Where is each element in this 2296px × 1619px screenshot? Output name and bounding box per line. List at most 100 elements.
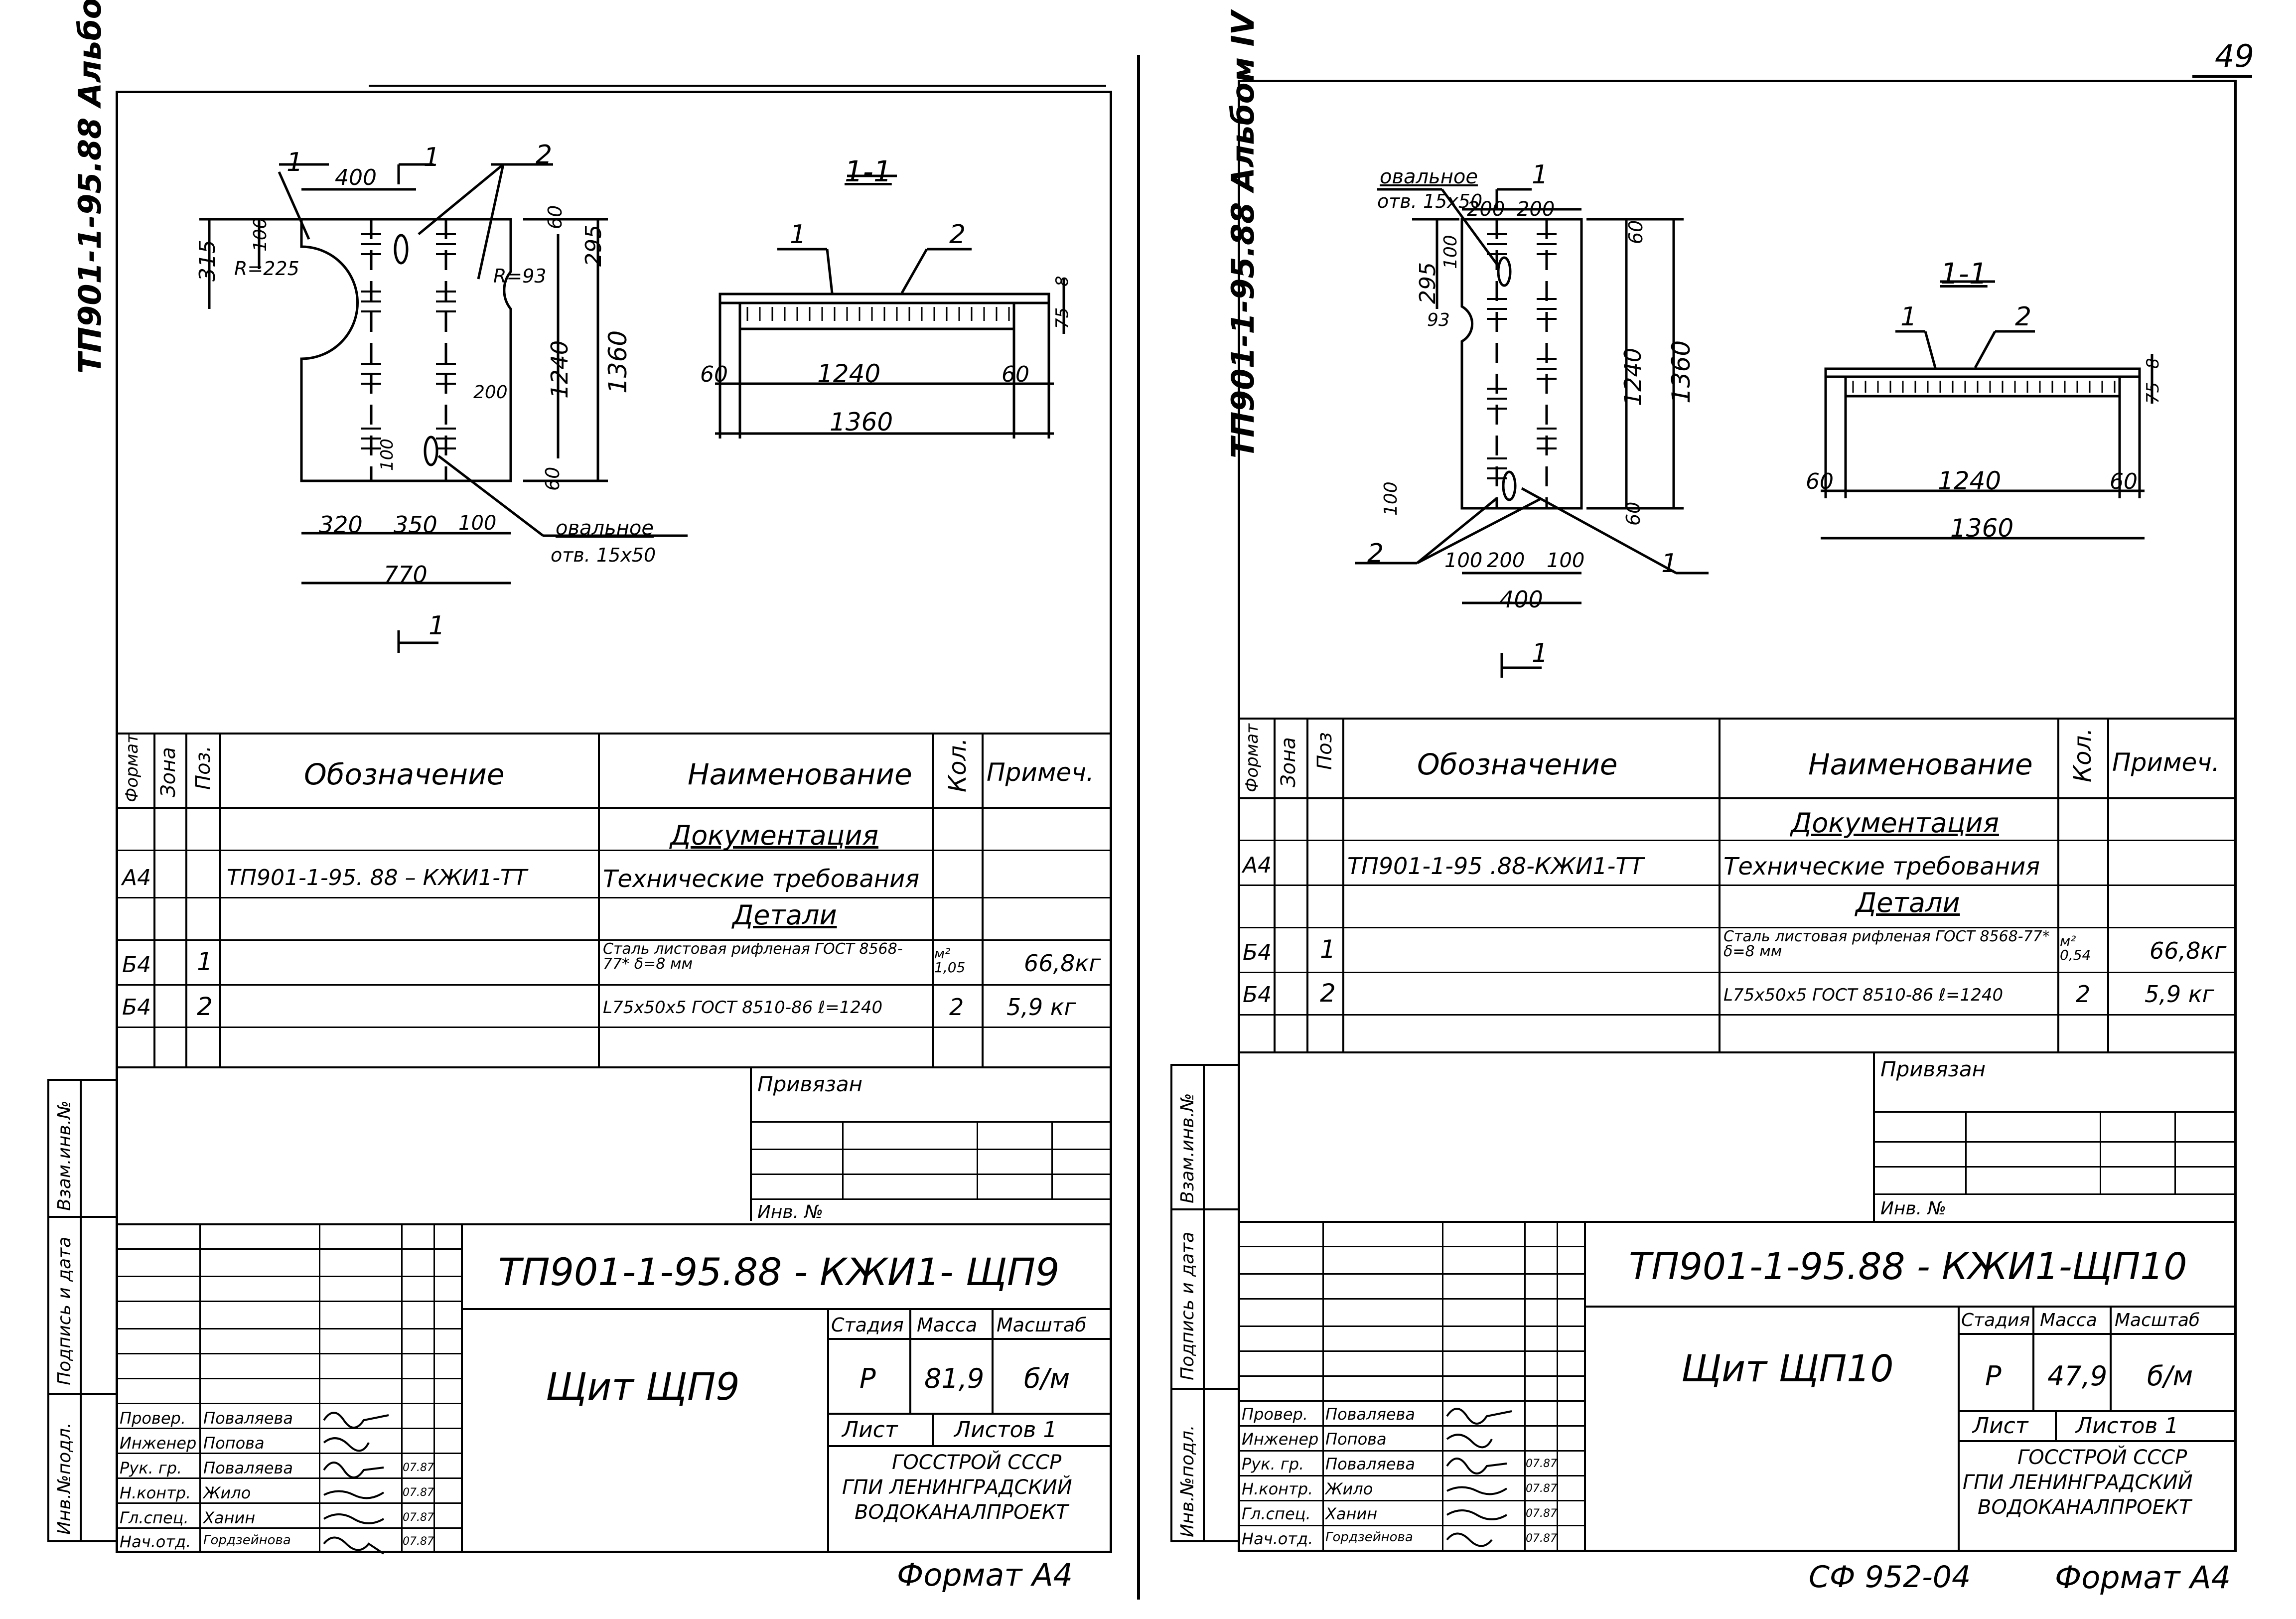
people-col-3 [1524,1221,1526,1552]
spec-r5-qty: 2 [2076,981,2091,1008]
section-view-drawing [1821,280,2153,540]
binding-col-2 [2100,1111,2101,1193]
binding-row-1 [750,1121,1112,1123]
person-6-role: Нач.отд. [120,1532,191,1551]
section-pos-2: 2 [949,220,966,250]
tb-stage-header-line [827,1338,1112,1340]
tb-scale-value: б/м [1024,1363,1070,1394]
frame-top-extension [369,85,1106,87]
binding-col-3 [2174,1111,2176,1193]
spec-col-6 [2107,718,2109,1051]
people-col-2 [1442,1221,1443,1552]
spec-row-line-5 [1238,1014,2237,1016]
tb-mass-value: 81,9 [924,1363,985,1394]
pos-label-2-top: 2 [536,140,553,170]
main-frame [1238,80,2237,1552]
sec-dim-1360: 1360 [1950,514,2014,543]
dim-200-b: 200 [1517,198,1555,221]
people-row-3 [116,1328,461,1329]
spec-row-line-1 [116,850,1112,851]
tb-col-stage [827,1308,829,1552]
tb-sheet-header: Лист [1973,1413,2028,1439]
side-stamp-sep-1 [47,1216,118,1218]
spec-r5-pos: 2 [197,992,213,1021]
tb-col-mass [909,1308,911,1413]
spec-col-2 [1306,718,1308,1051]
person-2-name: Попова [1325,1430,1387,1449]
person-5-name: Ханин [1325,1504,1378,1523]
page-number: 49 [2215,38,2254,74]
sec-dim-1360: 1360 [830,408,893,437]
section-view-drawing [715,174,1065,439]
people-col-3 [401,1223,403,1552]
binding-title: Привязан [757,1072,863,1096]
dim-100-c: 100 [1444,549,1483,572]
people-row-6 [1238,1400,1584,1402]
spec-r4-note: 66,8кг [2150,937,2227,964]
tb-org-2: ГПИ ЛЕНИНГРАДСКИЙ [842,1476,1072,1499]
side-stamp-divider [1203,1064,1205,1542]
dim-320: 320 [319,511,363,538]
dim-400: 400 [335,165,377,190]
people-row-1 [1238,1273,1584,1275]
spec-r4-format: Б4 [122,952,151,978]
person-6-role: Нач.отд. [1242,1529,1313,1548]
people-col-4 [1557,1221,1558,1552]
spec-r5-name: L75x50x5 ГОСТ 8510-86 ℓ=1240 [1723,985,2004,1005]
oval-note-line2: отв. 15x50 [551,544,656,566]
person-6-date: 07.87 [1526,1532,1557,1545]
spec-r5-note: 5,9 кг [2145,981,2214,1008]
spec-h-designation: Обозначение [1417,747,1618,781]
person-4-date: 07.87 [403,1486,434,1499]
binding-top [750,1066,1112,1068]
section-label-1-top: 1 [1532,160,1549,190]
spec-col-5 [2057,718,2059,1051]
spec-h-name: Наименование [1808,747,2033,781]
format-label: Формат А4 [2055,1559,2231,1596]
tb-stage-bottom [1958,1410,2237,1412]
spec-col-1 [153,733,155,1066]
tb-sheets-header: Листов 1 [2076,1413,2179,1439]
tb-scale-value: б/м [2147,1360,2193,1392]
people-row-2 [1238,1298,1584,1300]
spec-row-line-3 [1238,927,2237,928]
dim-200: 200 [473,382,508,403]
tb-stage-bottom [827,1413,1112,1415]
title-block-left-col [461,1223,463,1552]
tb-stage-value: Р [860,1363,876,1394]
spec-r5-name: L75x50x5 ГОСТ 8510-86 ℓ=1240 [603,998,883,1018]
sec-dim-60-left: 60 [1806,469,1834,494]
person-5-date: 07.87 [403,1511,434,1524]
person-3-name: Поваляева [203,1459,293,1477]
person-5-role: Гл.спец. [1242,1504,1311,1523]
spec-r4-format: Б4 [1243,940,1272,965]
signatures [323,1412,389,1555]
tb-stage-header-line [1958,1333,2237,1335]
spec-row-line-5 [116,1027,1112,1028]
people-row-9 [1238,1475,1584,1476]
binding-title: Привязан [1880,1057,1986,1081]
pos-label-1-top: 1 [287,147,303,177]
tb-sheets-header: Листов 1 [954,1417,1057,1443]
dim-100-c: 100 [458,512,497,535]
people-row-4 [1238,1350,1584,1352]
sec-dim-1240: 1240 [817,359,881,388]
pos-label-1-right: 1 [1661,549,1678,579]
spec-r4-name: Сталь листовая рифленая ГОСТ 8568-77* δ=… [603,940,903,973]
dim-200-c: 200 [1487,549,1525,572]
dim-r93: R=93 [493,265,547,287]
oval-note-line1: овальное [556,517,654,540]
spec-section-docs: Документация [670,820,878,851]
sec-dim-60-left: 60 [700,362,728,387]
spec-col-6 [982,733,984,1066]
spec-row-line-3 [116,939,1112,941]
section-pos-1: 1 [790,220,807,250]
spec-row-line-1 [1238,840,2237,841]
spec-r5-format: Б4 [1243,982,1272,1008]
people-col-1 [199,1223,201,1552]
spec-bottom [116,1066,1112,1068]
tb-sheet-divider [2055,1410,2057,1440]
side-stamp-strip [47,1079,118,1542]
people-row-7 [1238,1425,1584,1427]
person-3-role: Рук. гр. [1242,1455,1304,1473]
